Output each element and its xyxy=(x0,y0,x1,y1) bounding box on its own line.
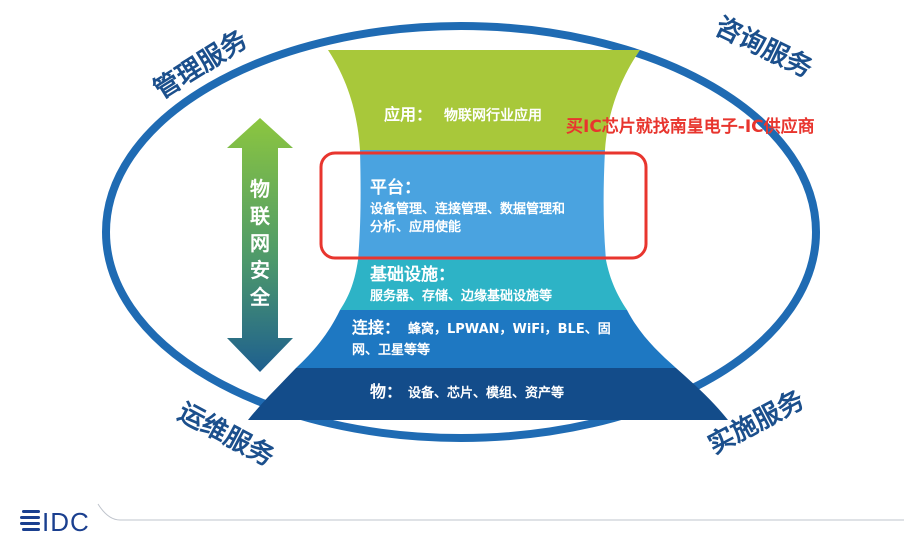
idc-logo-text: IDC xyxy=(42,507,90,537)
platform-title: 平台： xyxy=(370,177,421,198)
footer-divider xyxy=(97,503,904,521)
infrastructure-detail: 服务器、存储、边缘基础设施等 xyxy=(370,288,552,304)
security-char-3: 网 xyxy=(250,231,270,255)
idc-logo-icon xyxy=(20,510,40,531)
platform-highlight-box xyxy=(319,151,648,260)
security-char-1: 物 xyxy=(250,177,270,201)
watermark-text: 买IC芯片就找南皇电子-IC供应商 xyxy=(566,116,815,137)
application-detail: 物联网行业应用 xyxy=(444,107,542,124)
platform-detail-line1: 设备管理、连接管理、数据管理和 xyxy=(370,201,565,217)
layer-application xyxy=(328,50,640,150)
connectivity-detail-line1: 蜂窝，LPWAN，WiFi，BLE、固 xyxy=(408,321,611,337)
service-label-implementation: 实施服务 xyxy=(703,384,809,460)
security-char-4: 安 xyxy=(250,258,270,282)
things-title: 物： xyxy=(370,382,402,401)
things-detail: 设备、芯片、模组、资产等 xyxy=(408,385,564,401)
layer-platform xyxy=(358,150,606,260)
platform-detail-line2: 分析、应用使能 xyxy=(370,219,461,235)
outer-service-ellipse xyxy=(102,22,820,442)
security-char-5: 全 xyxy=(249,285,271,309)
security-char-2: 联 xyxy=(250,204,270,228)
service-label-consulting: 咨询服务 xyxy=(710,11,817,84)
security-arrow xyxy=(227,118,293,372)
layer-things xyxy=(248,368,728,420)
connectivity-title: 连接： xyxy=(352,318,400,337)
application-title: 应用： xyxy=(384,105,432,124)
idc-logo: IDC xyxy=(20,507,90,537)
infrastructure-title: 基础设施： xyxy=(369,264,455,285)
connectivity-detail-line2: 网、卫星等等 xyxy=(352,342,430,358)
layer-connectivity xyxy=(296,310,676,368)
layer-infrastructure xyxy=(340,260,627,310)
